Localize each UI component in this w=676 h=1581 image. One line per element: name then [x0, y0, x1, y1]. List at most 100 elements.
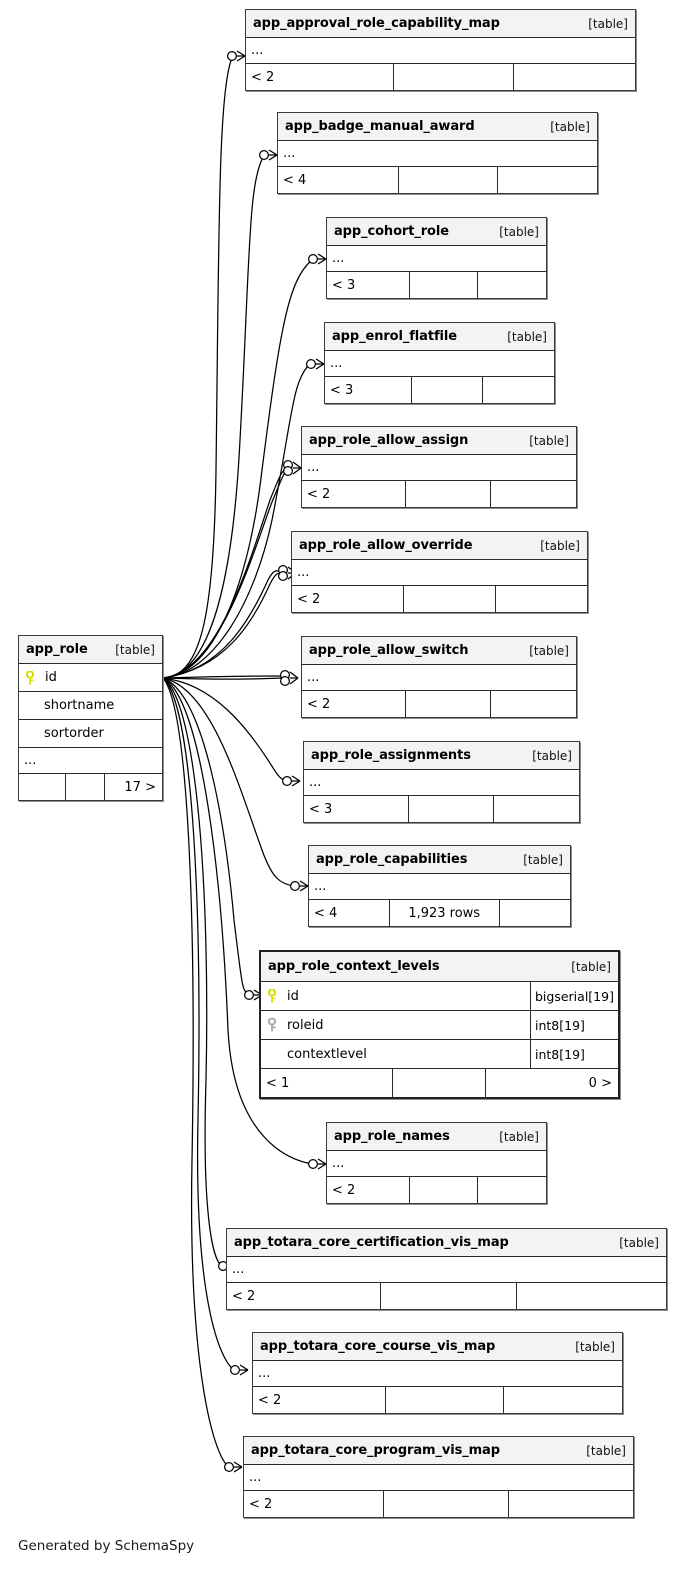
- footer-right-cell: [496, 586, 587, 612]
- table-app-enrol-flatfile[interactable]: app_enrol_flatfile [table] ... < 3: [324, 322, 555, 404]
- footer-mid-cell: [399, 167, 499, 193]
- table-type-tag: [table]: [575, 1339, 615, 1354]
- table-header: app_role_allow_switch [table]: [302, 637, 576, 665]
- footer-right-cell: [491, 691, 576, 717]
- table-footer: < 4: [278, 167, 597, 193]
- footer-mid-cell: [406, 691, 492, 717]
- table-app-role-allow-switch[interactable]: app_role_allow_switch [table] ... < 2: [301, 636, 577, 718]
- table-type-tag: [table]: [540, 538, 580, 553]
- column-row-shortname[interactable]: shortname: [19, 692, 162, 720]
- table-header: app_enrol_flatfile [table]: [325, 323, 554, 351]
- footer-left-cell: < 3: [327, 272, 411, 298]
- table-app-role-capabilities[interactable]: app_role_capabilities [table] ... < 4 1,…: [308, 845, 571, 927]
- footer-mid-cell: [406, 481, 492, 507]
- more-columns-ellipsis: ...: [327, 1151, 546, 1177]
- column-row-id[interactable]: id bigserial[19]: [261, 982, 618, 1011]
- footer-right-cell: [509, 1491, 633, 1517]
- footer-left-cell: < 2: [227, 1283, 381, 1309]
- more-columns-ellipsis: ...: [304, 770, 579, 796]
- table-app-totara-core-program-vis-map[interactable]: app_totara_core_program_vis_map [table] …: [243, 1436, 634, 1518]
- footer-left-cell: < 2: [302, 691, 407, 717]
- footer-mid-cell: [384, 1491, 509, 1517]
- table-app-role-assignments[interactable]: app_role_assignments [table] ... < 3: [303, 741, 580, 823]
- column-row-sortorder[interactable]: sortorder: [19, 720, 162, 748]
- column-name-cell: roleid: [261, 1018, 530, 1033]
- footer-right-cell: [483, 377, 554, 403]
- more-columns-ellipsis: ...: [302, 665, 576, 691]
- column-row-roleid[interactable]: roleid int8[19]: [261, 1011, 618, 1040]
- footer-mid-cell: [394, 64, 515, 90]
- footer-left-cell: < 4: [309, 900, 390, 926]
- table-footer: < 2: [253, 1387, 622, 1413]
- table-footer: 17 >: [19, 774, 162, 800]
- table-app-cohort-role[interactable]: app_cohort_role [table] ... < 3: [326, 217, 547, 299]
- footer-mid-cell: [404, 586, 496, 612]
- table-title: app_totara_core_course_vis_map: [260, 1339, 496, 1354]
- column-type: int8[19]: [530, 1011, 618, 1039]
- table-app-role[interactable]: app_role [table] id shortname sortorder …: [18, 635, 163, 801]
- footer-right-cell: [504, 1387, 622, 1413]
- table-header: app_role_allow_override [table]: [292, 532, 587, 560]
- table-footer: < 2: [244, 1491, 633, 1517]
- column-row-contextlevel[interactable]: contextlevel int8[19]: [261, 1040, 618, 1069]
- footer-row-count-cell: 1,923 rows: [390, 900, 500, 926]
- table-footer: < 2: [302, 481, 576, 507]
- table-type-tag: [table]: [588, 16, 628, 31]
- more-columns-ellipsis: ...: [253, 1361, 622, 1387]
- footer-left-cell: < 2: [327, 1177, 411, 1203]
- column-name-cell: id: [261, 989, 530, 1004]
- table-type-tag: [table]: [529, 433, 569, 448]
- more-columns-ellipsis: ...: [292, 560, 587, 586]
- table-title: app_enrol_flatfile: [332, 329, 457, 344]
- more-columns-ellipsis: ...: [302, 455, 576, 481]
- column-row-id[interactable]: id: [19, 664, 162, 692]
- more-columns-ellipsis: ...: [325, 351, 554, 377]
- footer-left-cell: < 1: [261, 1069, 394, 1097]
- column-name-cell: id: [19, 670, 162, 685]
- more-columns-ellipsis: ...: [19, 748, 162, 774]
- table-footer: < 2: [327, 1177, 546, 1203]
- more-columns-ellipsis: ...: [309, 874, 570, 900]
- table-app-role-context-levels[interactable]: app_role_context_levels [table] id bigse…: [259, 950, 620, 1099]
- more-columns-ellipsis: ...: [327, 246, 546, 272]
- column-type: bigserial[19]: [530, 982, 618, 1010]
- footer-right-cell: [500, 900, 570, 926]
- table-header: app_badge_manual_award [table]: [278, 113, 597, 141]
- table-app-role-allow-override[interactable]: app_role_allow_override [table] ... < 2: [291, 531, 588, 613]
- table-footer: < 3: [304, 796, 579, 822]
- footer-mid-cell: [412, 377, 483, 403]
- table-type-tag: [table]: [586, 1443, 626, 1458]
- table-title: app_role: [26, 642, 88, 657]
- table-app-totara-core-certification-vis-map[interactable]: app_totara_core_certification_vis_map [t…: [226, 1228, 667, 1310]
- table-app-totara-core-course-vis-map[interactable]: app_totara_core_course_vis_map [table] .…: [252, 1332, 623, 1414]
- generated-by-label: Generated by SchemaSpy: [18, 1538, 195, 1554]
- table-type-tag: [table]: [571, 959, 611, 974]
- table-footer: < 3: [325, 377, 554, 403]
- table-header: app_role [table]: [19, 636, 162, 664]
- table-header: app_role_names [table]: [327, 1123, 546, 1151]
- table-header: app_totara_core_course_vis_map [table]: [253, 1333, 622, 1361]
- table-header: app_totara_core_program_vis_map [table]: [244, 1437, 633, 1465]
- table-type-tag: [table]: [619, 1235, 659, 1250]
- table-header: app_role_assignments [table]: [304, 742, 579, 770]
- table-type-tag: [table]: [532, 748, 572, 763]
- table-app-approval-role-capability-map[interactable]: app_approval_role_capability_map [table]…: [245, 9, 636, 91]
- table-title: app_role_assignments: [311, 748, 471, 763]
- footer-right-cell: 0 >: [588, 1075, 612, 1091]
- footer-left-cell: < 4: [278, 167, 400, 193]
- table-type-tag: [table]: [529, 643, 569, 658]
- more-columns-ellipsis: ...: [244, 1465, 633, 1491]
- table-type-tag: [table]: [115, 642, 155, 657]
- footer-left-cell: < 2: [292, 586, 405, 612]
- table-app-badge-manual-award[interactable]: app_badge_manual_award [table] ... < 4: [277, 112, 598, 194]
- table-title: app_badge_manual_award: [285, 119, 475, 134]
- footer-mid-cell: [409, 796, 494, 822]
- table-footer: < 2: [246, 64, 635, 90]
- table-title: app_role_allow_override: [299, 538, 473, 553]
- table-header: app_totara_core_certification_vis_map [t…: [227, 1229, 666, 1257]
- table-app-role-allow-assign[interactable]: app_role_allow_assign [table] ... < 2: [301, 426, 577, 508]
- table-footer: < 4 1,923 rows: [309, 900, 570, 926]
- table-app-role-names[interactable]: app_role_names [table] ... < 2: [326, 1122, 547, 1204]
- table-type-tag: [table]: [499, 1129, 539, 1144]
